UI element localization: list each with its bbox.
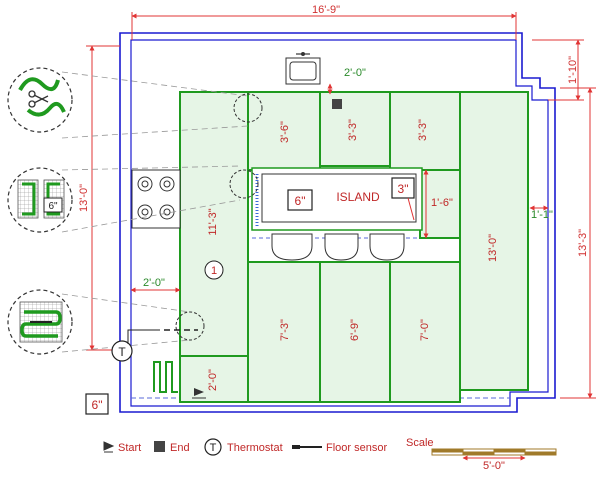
dim-overall-height-right: 13'-3" bbox=[577, 229, 589, 257]
zone-number-circle bbox=[204, 260, 224, 280]
legend-thermostat-symbol: T bbox=[210, 442, 217, 454]
zone-bottom-2 bbox=[319, 261, 391, 403]
zone-label-7: 6'-9" bbox=[349, 319, 361, 341]
start-marker bbox=[192, 388, 206, 399]
dim-overall-height-left: 13'-0" bbox=[78, 184, 90, 212]
exterior-wall bbox=[119, 32, 556, 413]
dim-sink-clearance: 2'-0" bbox=[344, 67, 366, 79]
end-icon bbox=[154, 441, 165, 452]
island-left-box: 6" bbox=[295, 194, 306, 208]
zone-label-6: 7'-3" bbox=[279, 319, 291, 341]
stove-burner-icon bbox=[131, 169, 181, 229]
zone-label-4: 11'-3" bbox=[207, 208, 219, 235]
heating-wire-loop bbox=[153, 361, 178, 393]
end-marker bbox=[332, 99, 342, 109]
scissors-icon bbox=[28, 90, 49, 108]
callout-boxes bbox=[85, 177, 415, 415]
dim-island-right-gap: 1'-6" bbox=[431, 197, 453, 209]
island-label: ISLAND bbox=[336, 190, 380, 204]
thermostat-symbol: T bbox=[118, 345, 126, 359]
zone-label-1: 3'-6" bbox=[279, 121, 291, 143]
sensor-wire bbox=[127, 329, 160, 344]
dim-left-clearance: 2'-0" bbox=[143, 277, 165, 289]
scale-bar bbox=[431, 448, 557, 461]
detail-circle-cutting bbox=[7, 67, 73, 133]
callout-detail: 6" bbox=[48, 201, 58, 212]
legend-end: End bbox=[170, 442, 190, 454]
zone-label-9: 2'-0" bbox=[207, 369, 219, 391]
legend-scale: Scale bbox=[406, 437, 434, 449]
zone-label-5: 13'-0" bbox=[487, 234, 499, 262]
zone-label-8: 7'-0" bbox=[419, 319, 431, 341]
legend-floor-sensor: Floor sensor bbox=[326, 442, 387, 454]
detail-circle-mesh bbox=[7, 167, 73, 233]
dim-right-strip: 1'-1" bbox=[531, 209, 553, 221]
zone-small-bottom bbox=[179, 355, 249, 403]
start-icon bbox=[103, 441, 115, 453]
thermostat-icon: T bbox=[111, 340, 133, 362]
legend-scale-value: 5'-0" bbox=[483, 460, 505, 472]
legend-thermostat-icon bbox=[204, 438, 222, 456]
heating-zones bbox=[179, 91, 529, 403]
detail-circle-serpentine bbox=[7, 289, 73, 355]
zone-label-3: 3'-3" bbox=[417, 119, 429, 141]
dim-top-right-offset: 1'-10" bbox=[567, 56, 579, 84]
sink-icon bbox=[285, 52, 321, 85]
island-right-box: 3" bbox=[398, 182, 409, 196]
bar-stool-icon bbox=[271, 233, 405, 261]
zone-label-2: 3'-3" bbox=[347, 119, 359, 141]
legend bbox=[103, 438, 557, 461]
legend-start: Start bbox=[118, 442, 141, 454]
legend-thermostat: Thermostat bbox=[227, 442, 283, 454]
callout-bottom: 6" bbox=[92, 398, 103, 412]
zone-bottom-3 bbox=[389, 261, 461, 403]
dim-overall-width: 16'-9" bbox=[312, 4, 340, 16]
zone-top-3 bbox=[389, 91, 461, 171]
zone-top-2 bbox=[319, 91, 391, 167]
zone-bottom-1 bbox=[247, 261, 321, 403]
zone-number: 1 bbox=[211, 265, 217, 277]
plan-markers bbox=[175, 93, 263, 341]
